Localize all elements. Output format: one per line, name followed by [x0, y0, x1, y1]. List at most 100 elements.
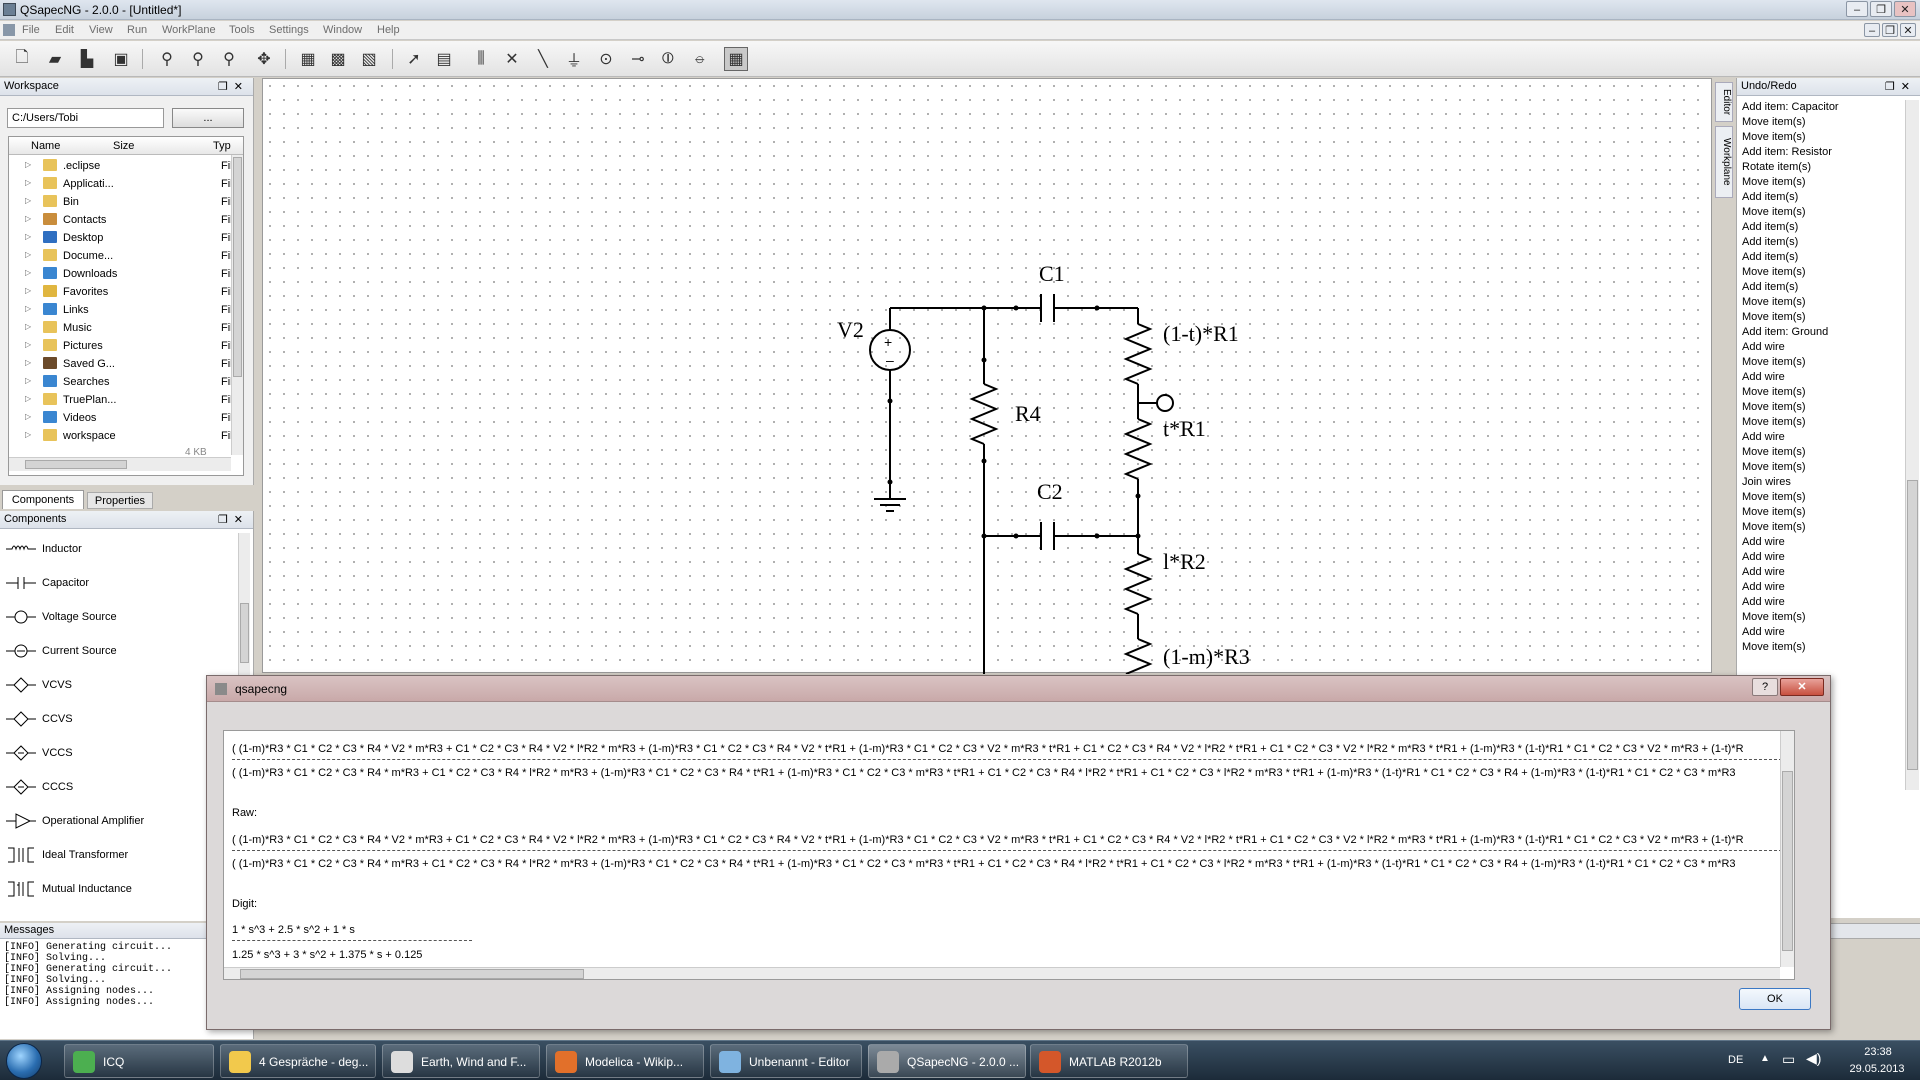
tab-properties[interactable]: Properties [87, 492, 153, 509]
save-as-icon[interactable]: ▣ [113, 51, 129, 68]
undo-item[interactable]: Add wire [1742, 551, 1785, 563]
workspace-path-input[interactable] [7, 108, 164, 128]
file-tree-row[interactable]: ▷Applicati...File [21, 175, 239, 193]
file-tree-row[interactable]: ▷TruePlan...File [21, 391, 239, 409]
expand-arrow-icon[interactable]: ▷ [25, 394, 32, 403]
expand-arrow-icon[interactable]: ▷ [25, 232, 32, 241]
undo-item[interactable]: Move item(s) [1742, 641, 1806, 653]
dialog-horizontal-scrollbar[interactable] [224, 967, 1780, 979]
taskbar-item[interactable]: QSapecNG - 2.0.0 ... [868, 1044, 1026, 1078]
close-button[interactable]: ✕ [1894, 1, 1916, 17]
tab-editor[interactable]: Editor [1715, 82, 1733, 122]
undo-item[interactable]: Add item(s) [1742, 236, 1799, 248]
undo-item[interactable]: Move item(s) [1742, 446, 1806, 458]
network-icon[interactable]: ▭ [1782, 1051, 1796, 1067]
undo-item[interactable]: Add item(s) [1742, 281, 1799, 293]
taskbar-item[interactable]: Modelica - Wikip... [546, 1044, 704, 1078]
port-out-icon[interactable]: ⊸ [631, 51, 645, 68]
undo-item[interactable]: Join wires [1742, 476, 1791, 488]
undo-item[interactable]: Add wire [1742, 536, 1785, 548]
port-io-icon[interactable]: ⦵ [693, 50, 707, 67]
ground-icon[interactable]: ⏚ [565, 53, 582, 70]
component-item[interactable]: CCVS [4, 703, 244, 737]
column-type[interactable]: Typ [213, 140, 231, 152]
undo-item[interactable]: Add item(s) [1742, 251, 1799, 263]
open-folder-icon[interactable]: ▰ [48, 51, 62, 68]
dialog-vertical-scrollbar[interactable] [1780, 731, 1794, 967]
expand-arrow-icon[interactable]: ▷ [25, 304, 32, 313]
menu-help[interactable]: Help [377, 24, 400, 36]
component-item[interactable]: Voltage Source [4, 601, 244, 635]
undo-item[interactable]: Add wire [1742, 566, 1785, 578]
undo-item[interactable]: Add wire [1742, 581, 1785, 593]
menu-settings[interactable]: Settings [269, 24, 309, 36]
undo-item[interactable]: Move item(s) [1742, 491, 1806, 503]
result-text-area[interactable]: ( (1-m)*R3 * C1 * C2 * C3 * R4 * V2 * m*… [223, 730, 1795, 980]
zoom-out-icon[interactable]: ⚲ [192, 51, 204, 68]
expand-arrow-icon[interactable]: ▷ [25, 268, 32, 277]
mdi-close-button[interactable]: ✕ [1900, 23, 1916, 37]
save-icon[interactable]: ▙ [80, 51, 94, 68]
volume-icon[interactable]: ◀) [1806, 1050, 1822, 1066]
start-button-icon[interactable] [6, 1043, 42, 1079]
expand-arrow-icon[interactable]: ▷ [25, 322, 32, 331]
tree-vertical-scrollbar[interactable] [231, 155, 243, 455]
menu-window[interactable]: Window [323, 24, 363, 36]
expand-arrow-icon[interactable]: ▷ [25, 376, 32, 385]
menu-tools[interactable]: Tools [229, 24, 255, 36]
taskbar-item[interactable]: Unbenannt - Editor [710, 1044, 862, 1078]
undo-item[interactable]: Move item(s) [1742, 116, 1806, 128]
undo-item[interactable]: Add wire [1742, 626, 1785, 638]
component-item[interactable]: Inductor [4, 533, 244, 567]
minimize-button[interactable]: – [1846, 1, 1868, 17]
pointer-select-icon[interactable]: ➚ [407, 51, 421, 68]
undo-item[interactable]: Move item(s) [1742, 506, 1806, 518]
grid-toggle-icon[interactable]: ▦ [724, 47, 748, 71]
ok-button[interactable]: OK [1739, 988, 1811, 1010]
undo-item[interactable]: Move item(s) [1742, 131, 1806, 143]
zoom-fit-icon[interactable]: ⚲ [223, 51, 235, 68]
tree-horizontal-scrollbar[interactable] [9, 457, 231, 471]
tab-workplane[interactable]: Workplane [1715, 126, 1733, 198]
port-in-icon[interactable]: ⦶ [662, 50, 674, 67]
schematic-canvas[interactable]: + – C1 C2 V2 R4 (1-t)*R1 t*R1 l*R2 (1-m)… [262, 78, 1712, 674]
draw-line-icon[interactable]: ╲ [538, 51, 548, 68]
menu-view[interactable]: View [89, 24, 113, 36]
undo-item[interactable]: Move item(s) [1742, 386, 1806, 398]
file-tree-row[interactable]: ▷Saved G...File [21, 355, 239, 373]
undo-item[interactable]: Move item(s) [1742, 311, 1806, 323]
tray-arrow-icon[interactable]: ▲ [1760, 1053, 1770, 1064]
dock-float-close-icon[interactable]: ❐✕ [217, 81, 249, 93]
expand-arrow-icon[interactable]: ▷ [25, 286, 32, 295]
dock-float-close-icon[interactable]: ❐✕ [1884, 81, 1916, 93]
undo-item[interactable]: Move item(s) [1742, 356, 1806, 368]
expand-arrow-icon[interactable]: ▷ [25, 412, 32, 421]
mdi-minimize-button[interactable]: – [1864, 23, 1880, 37]
browse-button[interactable]: ... [172, 108, 244, 128]
component-item[interactable]: Capacitor [4, 567, 244, 601]
column-name[interactable]: Name [31, 140, 61, 152]
expand-arrow-icon[interactable]: ▷ [25, 430, 32, 439]
menu-file[interactable]: File [22, 24, 40, 36]
undo-item[interactable]: Move item(s) [1742, 461, 1806, 473]
clock-time[interactable]: 23:38 [1864, 1046, 1892, 1058]
pan-move-icon[interactable]: ✥ [257, 51, 271, 68]
taskbar-item[interactable]: ICQ [64, 1044, 214, 1078]
undo-item[interactable]: Add item: Resistor [1742, 146, 1832, 158]
undo-item[interactable]: Add wire [1742, 596, 1785, 608]
undo-item[interactable]: Add wire [1742, 371, 1785, 383]
undo-item[interactable]: Add item: Capacitor [1742, 101, 1839, 113]
undo-item[interactable]: Add wire [1742, 341, 1785, 353]
expand-arrow-icon[interactable]: ▷ [25, 196, 32, 205]
properties-icon[interactable]: ▤ [436, 51, 452, 68]
undo-item[interactable]: Move item(s) [1742, 176, 1806, 188]
tab-components[interactable]: Components [2, 490, 84, 509]
expand-arrow-icon[interactable]: ▷ [25, 358, 32, 367]
column-size[interactable]: Size [113, 140, 135, 152]
